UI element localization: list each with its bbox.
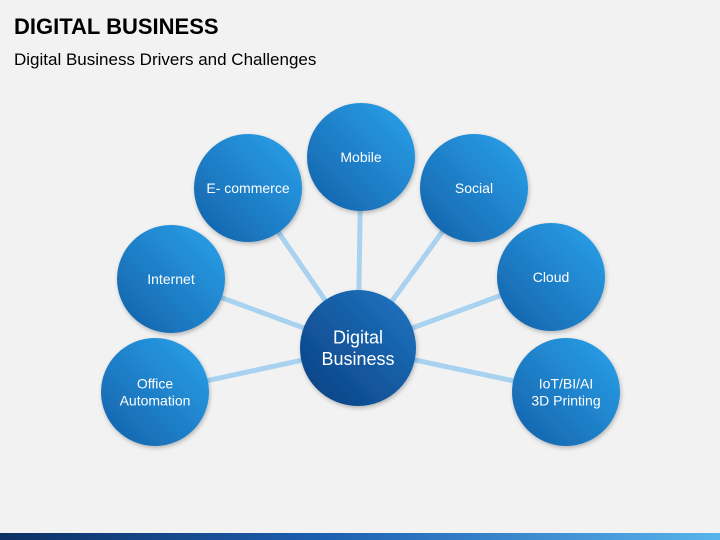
bottom-accent-bar <box>0 533 720 540</box>
slide-subtitle: Digital Business Drivers and Challenges <box>14 50 317 69</box>
node-internet: Internet <box>117 225 225 333</box>
node-internet-circle <box>117 225 225 333</box>
center-node-label: Digital <box>333 328 383 348</box>
node-mobile: Mobile <box>307 103 415 211</box>
node-cloud: Cloud <box>497 223 605 331</box>
node-office-automation-circle <box>101 338 209 446</box>
node-office-automation-label: Automation <box>120 392 191 408</box>
center-node-label: Business <box>321 349 394 369</box>
node-social-circle <box>420 134 528 242</box>
node-mobile-label: Mobile <box>340 149 381 165</box>
node-e-commerce-label: E- commerce <box>206 180 289 196</box>
node-social: Social <box>420 134 528 242</box>
node-cloud-label: Cloud <box>533 269 570 285</box>
node-iot-bi-ai-circle <box>512 338 620 446</box>
node-cloud-circle <box>497 223 605 331</box>
node-iot-bi-ai-label: IoT/BI/AI <box>539 376 593 392</box>
node-iot-bi-ai-label: 3D Printing <box>531 392 600 408</box>
node-social-label: Social <box>455 180 493 196</box>
node-e-commerce: E- commerce <box>194 134 302 242</box>
node-e-commerce-circle <box>194 134 302 242</box>
center-node-circle <box>300 290 416 406</box>
node-mobile-circle <box>307 103 415 211</box>
slide-title: DIGITAL BUSINESS <box>14 14 219 39</box>
node-internet-label: Internet <box>147 271 195 287</box>
node-office-automation-label: Office <box>137 376 174 392</box>
